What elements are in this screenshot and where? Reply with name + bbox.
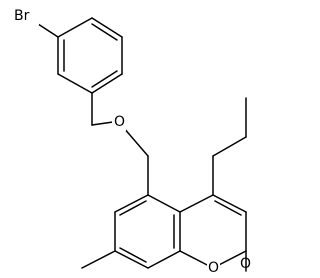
coumarin-benzo-ring [114,155,181,269]
bond-methyl [81,250,116,269]
double-bond-inner [91,70,118,88]
pyranone-ring [179,194,247,269]
carbonyl-oxygen-label: O [240,256,251,272]
ether-oxygen-label: O [114,114,125,130]
bond [147,250,181,269]
bromine-label: Br [14,8,30,24]
bond [57,73,93,94]
label-mask [13,7,39,25]
bond-o-coumarin [122,126,149,157]
bond [91,73,123,94]
bond [114,194,149,213]
bond [57,17,93,38]
double-bond-inner [119,200,147,216]
bond [114,250,149,269]
double-bond-inner [214,200,242,216]
label-mask [112,114,126,131]
bond [179,194,214,213]
double-bond-inner [119,247,147,263]
skeletal-structure-diagram: Br O O O [13,7,251,276]
double-bond-inner [91,23,118,41]
bond [91,17,123,38]
bromophenyl-ring [57,17,123,94]
bond [212,194,247,213]
ring-oxygen-label: O [208,260,219,276]
bond [147,194,181,213]
label-mask [207,260,220,276]
bond-propyl-2 [212,136,247,157]
bond-ch2-o [91,121,114,126]
